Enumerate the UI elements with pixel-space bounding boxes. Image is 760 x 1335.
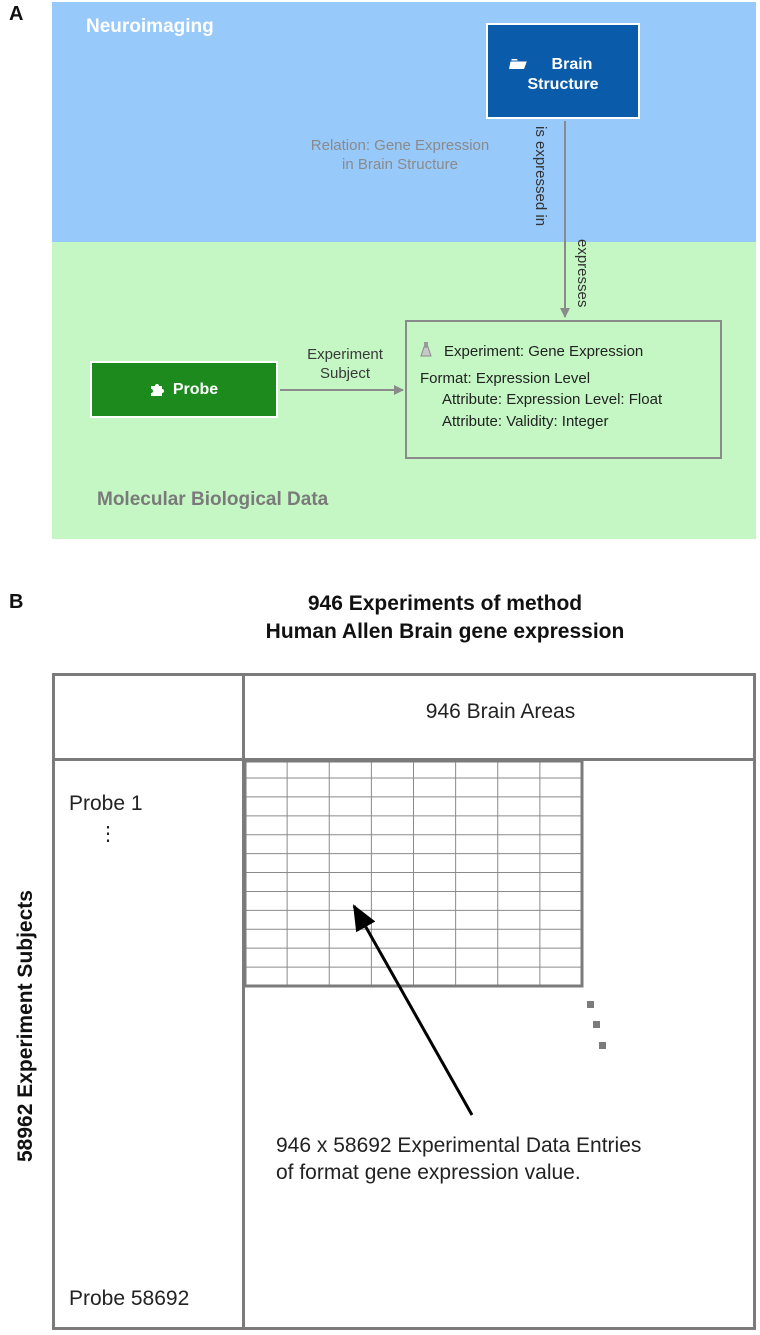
flask-icon	[420, 342, 432, 357]
entries-description: 946 x 58692 Experimental Data Entries of…	[276, 1132, 641, 1186]
brain-node-label-line1: Brain	[551, 56, 593, 73]
experiment-title: Experiment: Gene Expression	[444, 343, 644, 360]
relation-label: Relation: Gene Expression in Brain Struc…	[290, 136, 510, 174]
matrix-column-divider	[242, 673, 245, 1330]
entries-description-line1: 946 x 58692 Experimental Data Entries	[276, 1134, 642, 1157]
brain-areas-header: 946 Brain Areas	[425, 700, 576, 723]
experiment-subject-line2: Subject	[319, 365, 371, 382]
experiment-attribute-expression-level: Attribute: Expression Level: Float	[442, 391, 663, 408]
data-matrix-frame	[52, 673, 756, 1330]
relation-label-line2: in Brain Structure	[342, 156, 458, 173]
folder-icon	[509, 59, 527, 69]
molecular-zone-label: Molecular Biological Data	[97, 489, 329, 510]
puzzle-icon	[150, 383, 164, 396]
relation-label-line1: Relation: Gene Expression	[310, 137, 490, 154]
experiment-subject-line1: Experiment	[307, 346, 383, 363]
entries-description-line2: of format gene expression value.	[276, 1161, 581, 1184]
diagonal-dot-1	[587, 1001, 594, 1008]
panel-letter-b: B	[9, 591, 24, 613]
diagonal-dot-3	[599, 1042, 606, 1049]
probe-node-label: Probe	[172, 380, 219, 398]
panel-b-title-line2: Human Allen Brain gene expression	[265, 620, 625, 643]
panel-letter-a: A	[9, 3, 24, 25]
probe-node[interactable]: Probe	[90, 361, 278, 418]
diagonal-dot-2	[593, 1021, 600, 1028]
brain-structure-node[interactable]: Brain Structure	[486, 23, 640, 119]
neuroimaging-zone-label: Neuroimaging	[86, 16, 214, 37]
experiment-subject-label: Experiment Subject	[292, 345, 398, 383]
experiment-format: Format: Expression Level	[420, 370, 591, 387]
panel-a-connectors	[280, 121, 570, 395]
brain-node-label-line2: Structure	[527, 76, 599, 93]
experiment-node[interactable]: Experiment: Gene Expression Format: Expr…	[405, 320, 722, 459]
entries-grid-border	[243, 759, 584, 988]
last-probe-label: Probe 58692	[69, 1287, 190, 1310]
entries-pointer-arrow	[352, 904, 474, 1116]
panel-b-title-line1: 946 Experiments of method	[307, 592, 583, 615]
first-probe-label: Probe 1	[69, 792, 143, 815]
experiment-attribute-validity: Attribute: Validity: Integer	[442, 413, 609, 430]
